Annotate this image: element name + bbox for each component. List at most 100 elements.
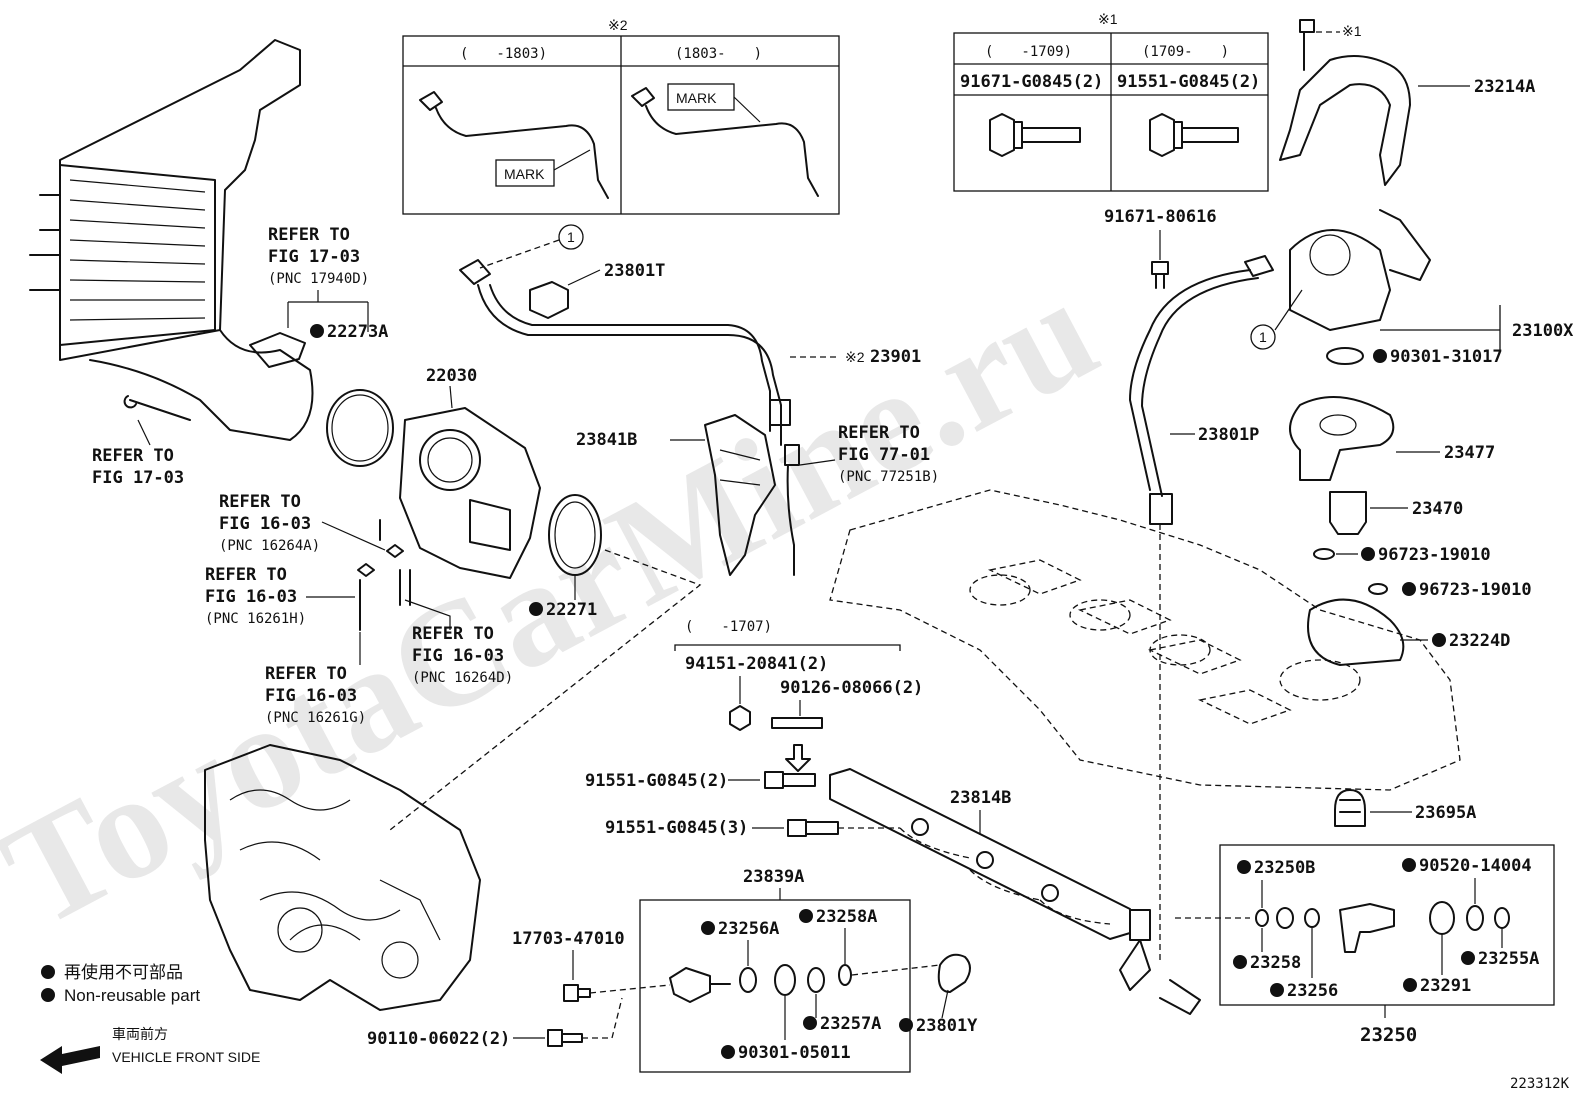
part-23801Y: 23801Y	[899, 953, 978, 1036]
legend: 再使用不可部品 Non-reusable part	[41, 962, 200, 1005]
note-2-right-header: (1803- )	[675, 46, 762, 62]
svg-text:23224D: 23224D	[1449, 631, 1510, 651]
svg-text:23257A: 23257A	[820, 1014, 881, 1034]
note-box-1: ※1 ( -1709) (1709- ) 91671-G0845(2) 9155…	[953, 11, 1269, 192]
svg-text:17703-47010: 17703-47010	[512, 929, 625, 949]
svg-text:FIG 16-03: FIG 16-03	[412, 646, 504, 666]
mark-label-right: MARK	[676, 90, 717, 106]
svg-text:23100X: 23100X	[1512, 321, 1574, 341]
part-23100X: 23100X 1	[1250, 209, 1574, 350]
part-23901-mark: ※2	[845, 349, 865, 365]
svg-text:23801T: 23801T	[604, 261, 665, 281]
note-1-mark: ※1	[1098, 11, 1118, 27]
svg-text:23250: 23250	[1360, 1024, 1417, 1046]
svg-text:90520-14004: 90520-14004	[1419, 856, 1532, 876]
part-23814B: 23814B	[829, 768, 1201, 1015]
note-2-mark: ※2	[608, 17, 628, 33]
svg-text:FIG 16-03: FIG 16-03	[205, 587, 297, 607]
bolt-flange-icon	[989, 113, 1081, 157]
part-23901: 23901 ※2 1	[459, 224, 921, 446]
part-23801T: 23801T	[529, 261, 665, 319]
svg-text:23841B: 23841B	[576, 430, 637, 450]
part-91551-g0845-3: 91551-G0845(3)	[605, 818, 900, 838]
svg-text:(PNC 17940D): (PNC 17940D)	[268, 271, 369, 287]
refer-note-16-03-a: REFER TO FIG 16-03 (PNC 16264A)	[219, 492, 404, 558]
part-23214A: ※1 23214A	[1279, 19, 1535, 186]
figure-code: 223312K	[1510, 1076, 1570, 1092]
svg-text:90301-31017: 90301-31017	[1390, 347, 1503, 367]
circle-ref-2: 1	[1259, 329, 1267, 345]
svg-text:23250B: 23250B	[1254, 858, 1315, 878]
note-1-left-header: ( -1709)	[985, 44, 1072, 60]
circle-ref-1: 1	[567, 229, 575, 245]
svg-text:91551-G0845(3): 91551-G0845(3)	[605, 818, 748, 838]
part-23214A-mark: ※1	[1342, 23, 1362, 39]
refer-note-16-03-b: REFER TO FIG 16-03 (PNC 16261H)	[205, 563, 375, 631]
svg-text:REFER TO: REFER TO	[205, 565, 287, 585]
part-91671-80616: 91671-80616	[1104, 207, 1217, 289]
part-23250-kit: 23250 23250B 90520-14004 23258 23256 232…	[1175, 844, 1555, 1046]
svg-text:23839A: 23839A	[743, 867, 804, 887]
variant-1707-group: ( -1707) 94151-20841(2) 90126-08066(2)	[674, 619, 923, 772]
legend-en: Non-reusable part	[64, 986, 200, 1005]
refer-note-17-03: REFER TO FIG 17-03	[92, 419, 184, 488]
note-1-right-header: (1709- )	[1142, 44, 1229, 60]
svg-text:REFER TO: REFER TO	[219, 492, 301, 512]
svg-text:REFER TO: REFER TO	[268, 225, 350, 245]
legend-jp: 再使用不可部品	[64, 962, 183, 982]
svg-text:94151-20841(2): 94151-20841(2)	[685, 654, 828, 674]
svg-text:23258A: 23258A	[816, 907, 877, 927]
part-17703-47010: 17703-47010	[512, 929, 671, 1002]
part-23695A: 23695A	[1334, 789, 1476, 827]
part-22271: 22271	[389, 494, 702, 831]
bolt-flange-icon	[1149, 113, 1239, 157]
svg-text:23801Y: 23801Y	[916, 1016, 978, 1036]
svg-text:(PNC 16261G): (PNC 16261G)	[265, 710, 366, 726]
mark-label-left: MARK	[504, 166, 545, 182]
note-1-right-part: 91551-G0845(2)	[1117, 72, 1260, 92]
svg-text:FIG 77-01: FIG 77-01	[838, 445, 930, 465]
svg-text:23477: 23477	[1444, 443, 1495, 463]
svg-text:23258: 23258	[1250, 953, 1301, 973]
svg-text:FIG 16-03: FIG 16-03	[265, 686, 357, 706]
svg-text:23291: 23291	[1420, 976, 1471, 996]
svg-text:23214A: 23214A	[1474, 77, 1535, 97]
svg-text:22030: 22030	[426, 366, 477, 386]
svg-text:REFER TO: REFER TO	[92, 446, 174, 466]
part-23470: 23470	[1329, 491, 1463, 535]
svg-text:FIG 17-03: FIG 17-03	[92, 468, 184, 488]
svg-text:90110-06022(2): 90110-06022(2)	[367, 1029, 510, 1049]
svg-text:FIG 16-03: FIG 16-03	[219, 514, 311, 534]
svg-text:(PNC 16261H): (PNC 16261H)	[205, 611, 306, 627]
svg-text:( -1707): ( -1707)	[685, 619, 772, 635]
svg-text:23255A: 23255A	[1478, 949, 1539, 969]
svg-text:91671-80616: 91671-80616	[1104, 207, 1217, 227]
refer-note-77-01: REFER TO FIG 77-01 (PNC 77251B)	[784, 423, 939, 576]
hose-variant-left	[419, 91, 609, 199]
svg-text:(PNC 16264A): (PNC 16264A)	[219, 538, 320, 554]
part-90301-31017: 90301-31017	[1326, 347, 1503, 367]
front-jp: 車両前方	[112, 1026, 168, 1042]
part-22030: 22030	[399, 366, 541, 579]
svg-text:23901: 23901	[870, 347, 921, 367]
svg-text:23695A: 23695A	[1415, 803, 1476, 823]
vehicle-front-indicator: 車両前方 VEHICLE FRONT SIDE	[40, 1026, 260, 1074]
svg-text:(PNC 77251B): (PNC 77251B)	[838, 469, 939, 485]
svg-text:REFER TO: REFER TO	[412, 624, 494, 644]
svg-text:23470: 23470	[1412, 499, 1463, 519]
svg-text:23256: 23256	[1287, 981, 1338, 1001]
svg-text:REFER TO: REFER TO	[838, 423, 920, 443]
note-box-2: ※2 ( -1803) (1803- ) MARK MARK	[402, 17, 840, 215]
part-23477: 23477	[1289, 396, 1495, 481]
part-23801P: 23801P	[1129, 255, 1274, 960]
engine-block	[204, 744, 481, 1011]
refer-note-16-03-c: REFER TO FIG 16-03 (PNC 16264D)	[399, 569, 513, 686]
svg-text:96723-19010: 96723-19010	[1419, 580, 1532, 600]
svg-text:FIG 17-03: FIG 17-03	[268, 247, 360, 267]
part-96723-19010-a: 96723-19010	[1313, 545, 1491, 565]
part-90110-06022: 90110-06022(2)	[367, 997, 623, 1049]
svg-text:90301-05011: 90301-05011	[738, 1043, 851, 1063]
front-arrow-icon	[40, 1046, 100, 1074]
svg-text:90126-08066(2): 90126-08066(2)	[780, 678, 923, 698]
